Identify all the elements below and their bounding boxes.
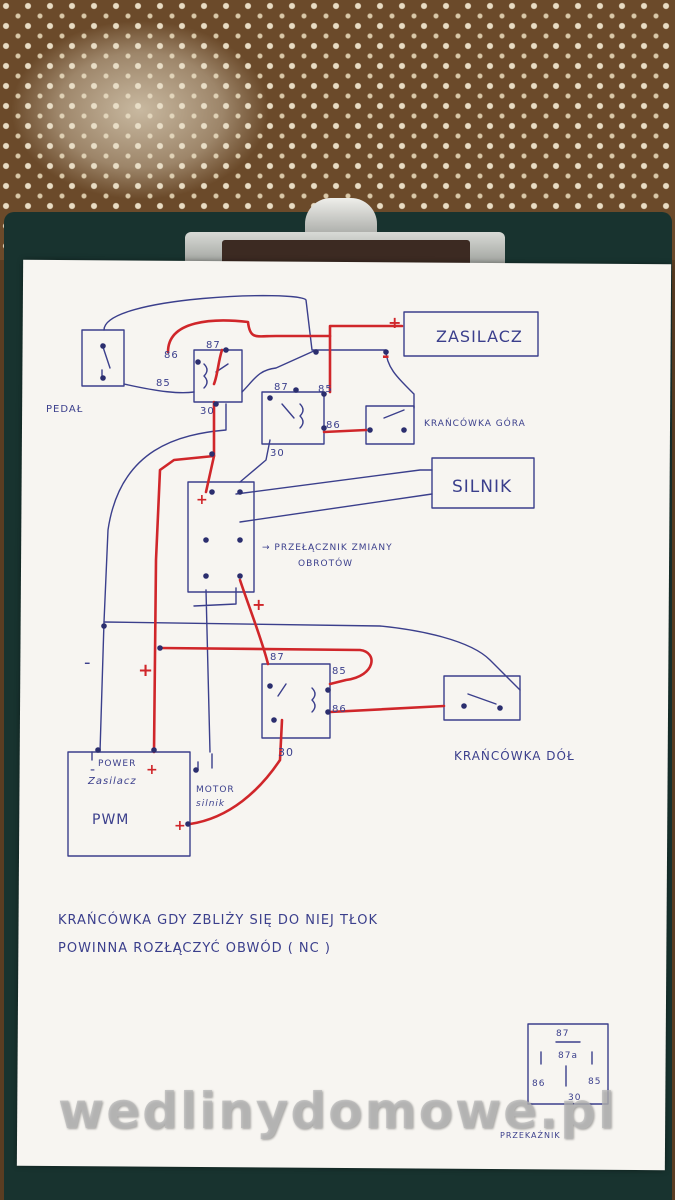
relay-legend-box	[527, 1023, 609, 1105]
pin-85-relay1: 85	[156, 378, 171, 389]
label-pwm: PWM	[92, 812, 129, 828]
wire-red-9	[328, 704, 446, 714]
relay-2-coil	[281, 403, 304, 429]
label-przekaznik: PRZEKAŹNIK	[500, 1129, 561, 1140]
wire-red-6	[322, 428, 368, 434]
plus-mark-supply: +	[388, 313, 402, 332]
wire-red-3	[212, 348, 224, 386]
wire-red-8	[158, 646, 373, 686]
label-zasilacz: ZASILACZ	[436, 327, 523, 346]
label-motor-1: MOTOR	[196, 785, 235, 795]
label-krancowka-dol: KRAŃCÓWKA DÓŁ	[454, 748, 575, 763]
wire-blue-1	[103, 294, 317, 351]
lace-flower-pattern	[10, 20, 270, 200]
pin-30-relay1: 30	[200, 406, 215, 417]
label-przelacznik-2: OBROTÓW	[298, 557, 353, 569]
pin-86-relay1: 86	[164, 350, 179, 361]
plus-mark-motor: +	[174, 818, 187, 834]
limit-switch-bottom-contact	[467, 693, 497, 705]
plus-mark-power: +	[146, 762, 159, 778]
junction-dots	[95, 343, 503, 827]
watermark: wedlinydomowe.pl	[58, 1082, 617, 1140]
label-silnik: SILNIK	[452, 477, 512, 497]
wire-blue-5	[235, 469, 433, 523]
plus-mark-pwm-feed: +	[138, 660, 154, 681]
note-line-1: KRAŃCÓWKA GDY ZBLIŻY SIĘ DO NIEJ TŁOK	[58, 912, 378, 928]
legend-pin-30: 30	[568, 1093, 581, 1103]
relay-legend-pins	[540, 1041, 593, 1087]
relay-1-box	[193, 349, 243, 403]
wire-red-10	[188, 718, 284, 826]
wire-red-7	[238, 578, 270, 666]
wire-blue-3	[241, 349, 415, 409]
legend-pin-85: 85	[588, 1077, 601, 1087]
label-przelacznik-1: → PRZEŁĄCZNIK ZMIANY	[262, 543, 393, 553]
label-motor-2: silnik	[196, 799, 225, 809]
wire-blue-2	[123, 383, 195, 394]
motor-box	[431, 457, 535, 509]
pin-30-relay2: 30	[270, 448, 285, 459]
note-line-2: POWINNA ROZŁĄCZYĆ OBWÓD ( NC )	[58, 940, 331, 956]
pin-85-relay3: 85	[332, 666, 347, 677]
label-power: POWER	[98, 759, 136, 769]
wire-blue-7	[103, 621, 521, 691]
power-supply-box	[403, 311, 539, 357]
minus-mark-supply: -	[382, 346, 390, 367]
plus-mark-switch: +	[196, 492, 209, 508]
minus-mark-power: -	[90, 762, 96, 778]
plus-mark-relay3: +	[252, 595, 266, 614]
wire-blue-8	[193, 587, 237, 753]
wire-red-1	[166, 319, 404, 354]
pin-87-relay1: 87	[206, 340, 221, 351]
minus-mark-pwm-feed: -	[84, 652, 92, 673]
legend-pin-86: 86	[532, 1079, 545, 1089]
relay-3-box	[261, 663, 331, 739]
pin-87-relay3: 87	[270, 652, 285, 663]
relay-2-box	[261, 391, 325, 445]
reversing-switch-box	[187, 481, 255, 593]
limit-switch-bottom-box	[443, 675, 521, 721]
label-zasilacz-small: Zasilacz	[87, 776, 137, 787]
wire-blue-10	[91, 751, 213, 769]
legend-pin-87: 87	[556, 1029, 569, 1039]
pedal-switch-box	[81, 329, 125, 387]
legend-pin-87a: 87a	[558, 1051, 578, 1061]
relay-3-coil	[277, 683, 316, 713]
pin-87-relay2: 87	[274, 382, 289, 393]
label-krancowka-gora: KRAŃCÓWKA GÓRA	[424, 417, 526, 429]
pin-86-relay2: 86	[326, 420, 341, 431]
pin-30-relay3: 30	[278, 746, 294, 759]
wire-red-5	[204, 454, 216, 494]
wire-blue-6	[239, 439, 271, 483]
wire-red-4	[152, 400, 216, 754]
pwm-controller-box	[67, 751, 191, 857]
pedal-switch-contact	[101, 343, 111, 379]
label-pedal: PEDAŁ	[46, 404, 83, 415]
limit-switch-top-contact	[383, 409, 405, 419]
pin-85-relay2: 85	[318, 384, 333, 395]
pin-86-relay3: 86	[332, 704, 347, 715]
limit-switch-top-box	[365, 405, 415, 445]
